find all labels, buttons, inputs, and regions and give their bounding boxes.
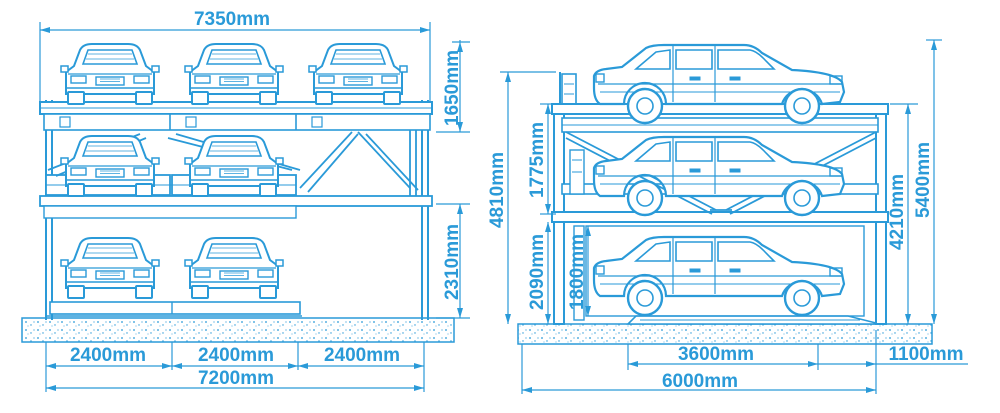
front-view (21, 22, 470, 392)
side-2090-label: 2090mm (527, 234, 548, 310)
front-bottom-platform (46, 301, 302, 317)
front-bottom-dimensions (45, 342, 425, 392)
front-total-width-label: 7200mm (198, 368, 274, 389)
side-6000-label: 6000mm (662, 371, 738, 392)
front-level1-height-label: 2310mm (442, 224, 463, 300)
side-left-dimensions (500, 71, 591, 324)
front-top-width-label: 7350mm (194, 9, 270, 30)
side-bottom-frame (573, 225, 865, 321)
side-1800-label: 1800mm (567, 234, 588, 310)
front-bay-width-1-label: 2400mm (70, 345, 146, 366)
front-ground (21, 317, 455, 343)
side-1100-label: 1100mm (888, 344, 963, 365)
front-right-dimensions (436, 40, 470, 319)
side-right-dimensions (890, 39, 942, 324)
side-5400-label: 5400mm (913, 142, 934, 218)
front-bay-width-2-label: 2400mm (198, 345, 274, 366)
side-bottom-dimensions (521, 330, 968, 394)
front-level3-height-label: 1650mm (442, 50, 463, 126)
side-ground (517, 315, 933, 345)
front-bay-width-3-label: 2400mm (324, 345, 400, 366)
side-cars (592, 43, 846, 317)
front-cars (60, 43, 408, 299)
side-4810-label: 4810mm (487, 152, 508, 228)
side-view (500, 39, 968, 394)
side-3600-label: 3600mm (678, 344, 754, 365)
front-top-dimension (39, 22, 431, 108)
side-4210-label: 4210mm (887, 174, 908, 250)
side-1775-label: 1775mm (527, 122, 548, 198)
front-top-platform (39, 101, 433, 131)
side-top-platform (551, 103, 889, 133)
